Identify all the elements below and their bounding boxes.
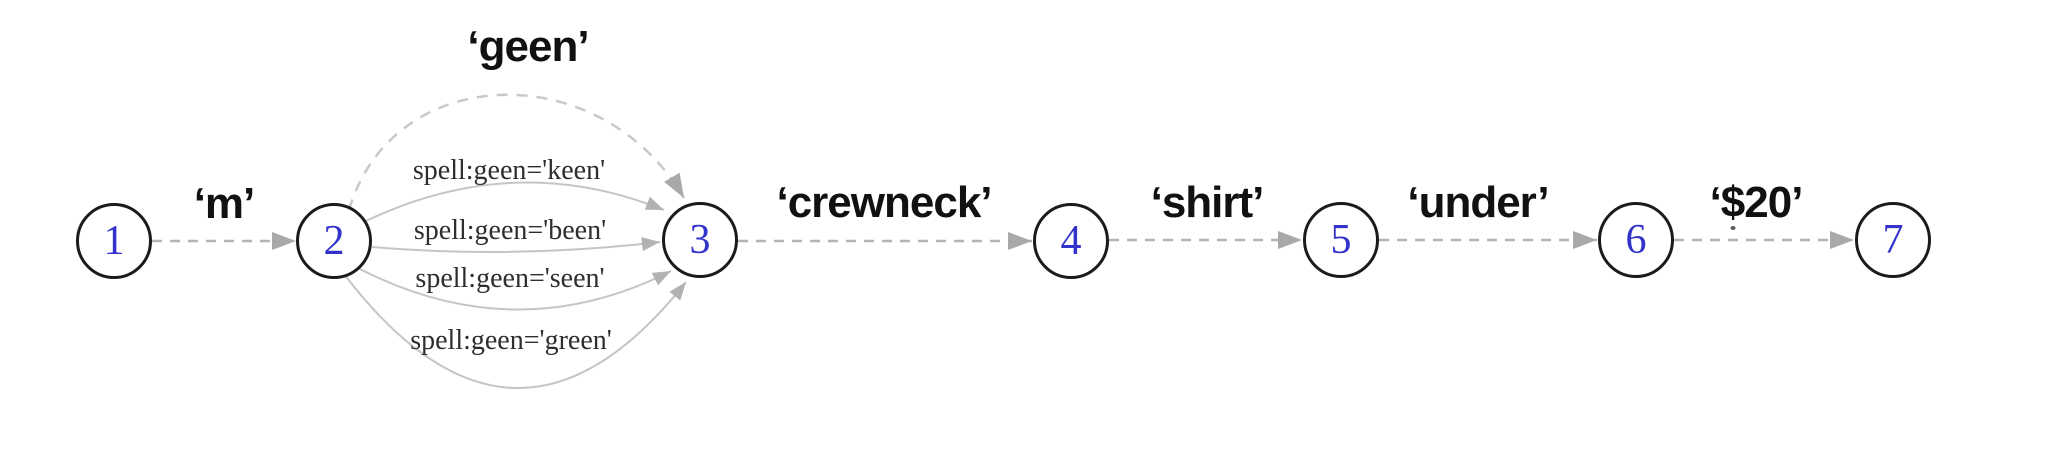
edge-2-3-spell-seen-arc (355, 266, 672, 311)
edge-2-3-spell-been-arc (371, 237, 661, 253)
edge-label-geen: ‘geen’ (467, 22, 589, 71)
edge-label-shirt: ‘shirt’ (1150, 178, 1265, 227)
node-4-number: 4 (1060, 218, 1082, 264)
edge-2-3-geen-arc (347, 93, 686, 211)
edge-label-m: ‘m’ (193, 179, 256, 228)
edge-2-3-spell-keen-arc (365, 181, 665, 222)
node-3-number: 3 (689, 217, 711, 263)
node-3: 3 (662, 202, 738, 278)
edge-label-spell-been: spell:geen='been' (413, 215, 607, 246)
edge-label-spell-green: spell:geen='green' (410, 325, 612, 356)
stray-dot (1730, 226, 1736, 230)
node-1: 1 (76, 203, 152, 279)
node-7: 7 (1855, 202, 1931, 278)
node-5-number: 5 (1330, 217, 1352, 263)
node-5: 5 (1303, 202, 1379, 278)
edge-label-spell-keen: spell:geen='keen' (412, 155, 606, 186)
node-4: 4 (1033, 203, 1109, 279)
node-6: 6 (1598, 202, 1674, 278)
node-1-number: 1 (103, 218, 125, 264)
edge-2-3-spell-green-arc (343, 273, 687, 389)
edge-label-price: ‘$20’ (1709, 178, 1804, 227)
node-7-number: 7 (1882, 217, 1904, 263)
node-6-number: 6 (1625, 217, 1647, 263)
node-2-number: 2 (323, 218, 345, 264)
edge-label-spell-seen: spell:geen='seen' (415, 263, 605, 294)
edge-label-crewneck: ‘crewneck’ (776, 178, 992, 227)
edge-label-under: ‘under’ (1407, 178, 1549, 227)
node-2: 2 (296, 203, 372, 279)
